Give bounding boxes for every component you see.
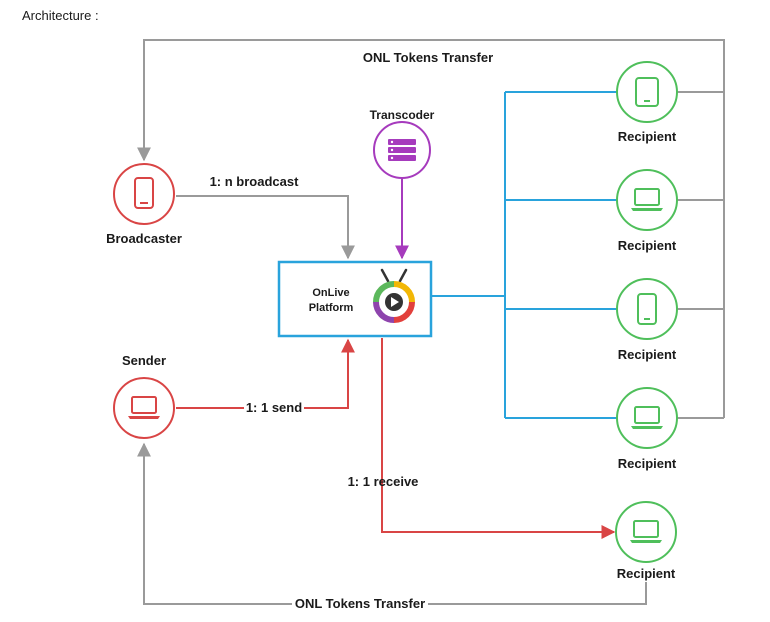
recipient-label: Recipient <box>617 566 676 581</box>
broadcaster-node: Broadcaster <box>106 163 182 246</box>
sender-label: Sender <box>122 353 166 368</box>
tokens-bottom-line <box>137 442 647 605</box>
tokens-bottom-label-bg <box>292 594 428 614</box>
sender-circle <box>113 377 175 439</box>
recipient-circle <box>615 501 677 563</box>
laptop-icon <box>630 520 662 543</box>
laptop-icon <box>631 188 663 211</box>
recipient-label: Recipient <box>618 456 677 471</box>
transcoder-node: Transcoder <box>370 108 435 179</box>
recipient-label: Recipient <box>618 129 677 144</box>
tokens-top-line <box>137 39 725 418</box>
send-label: 1: 1 send <box>246 400 302 415</box>
recipient-circle <box>616 278 678 340</box>
broadcast-line <box>176 195 355 260</box>
recipient-node: Recipient <box>616 169 678 253</box>
tablet-icon <box>635 77 659 107</box>
recipient-circle <box>616 169 678 231</box>
server-stack-icon <box>388 139 416 161</box>
broadcast-label: 1: n broadcast <box>210 174 300 189</box>
platform-box <box>277 260 433 338</box>
recipient-circle <box>616 61 678 123</box>
recipient-label: Recipient <box>618 238 677 253</box>
recipient-circle <box>616 387 678 449</box>
recipient-node: Recipient <box>615 501 677 581</box>
broadcaster-circle <box>113 163 175 225</box>
platform-label-line2: Platform <box>309 302 354 314</box>
sender-node: Sender <box>113 353 175 439</box>
recipient-label: Recipient <box>618 347 677 362</box>
recipient-node: Recipient <box>616 278 678 362</box>
recipient-node: Recipient <box>616 387 678 471</box>
send-label-bg <box>244 399 304 417</box>
receive-label: 1: 1 receive <box>348 474 419 489</box>
phone-icon <box>134 177 154 209</box>
tablet-icon <box>637 293 657 325</box>
broadcaster-label: Broadcaster <box>106 231 182 246</box>
receive-line <box>381 338 616 539</box>
laptop-icon <box>631 406 663 429</box>
platform-node: OnLive Platform <box>277 260 433 338</box>
onlive-play-logo <box>373 268 415 323</box>
section-heading: Architecture : <box>22 8 99 23</box>
platform-label-line1: OnLive <box>312 287 349 299</box>
tokens-top-label: ONL Tokens Transfer <box>363 50 493 65</box>
laptop-icon <box>128 396 160 419</box>
tokens-top-label-bg <box>360 47 494 69</box>
transcoder-label: Transcoder <box>370 108 435 122</box>
recipient-node: Recipient <box>616 61 678 144</box>
send-line <box>176 338 355 409</box>
tokens-bottom-label: ONL Tokens Transfer <box>295 596 425 611</box>
